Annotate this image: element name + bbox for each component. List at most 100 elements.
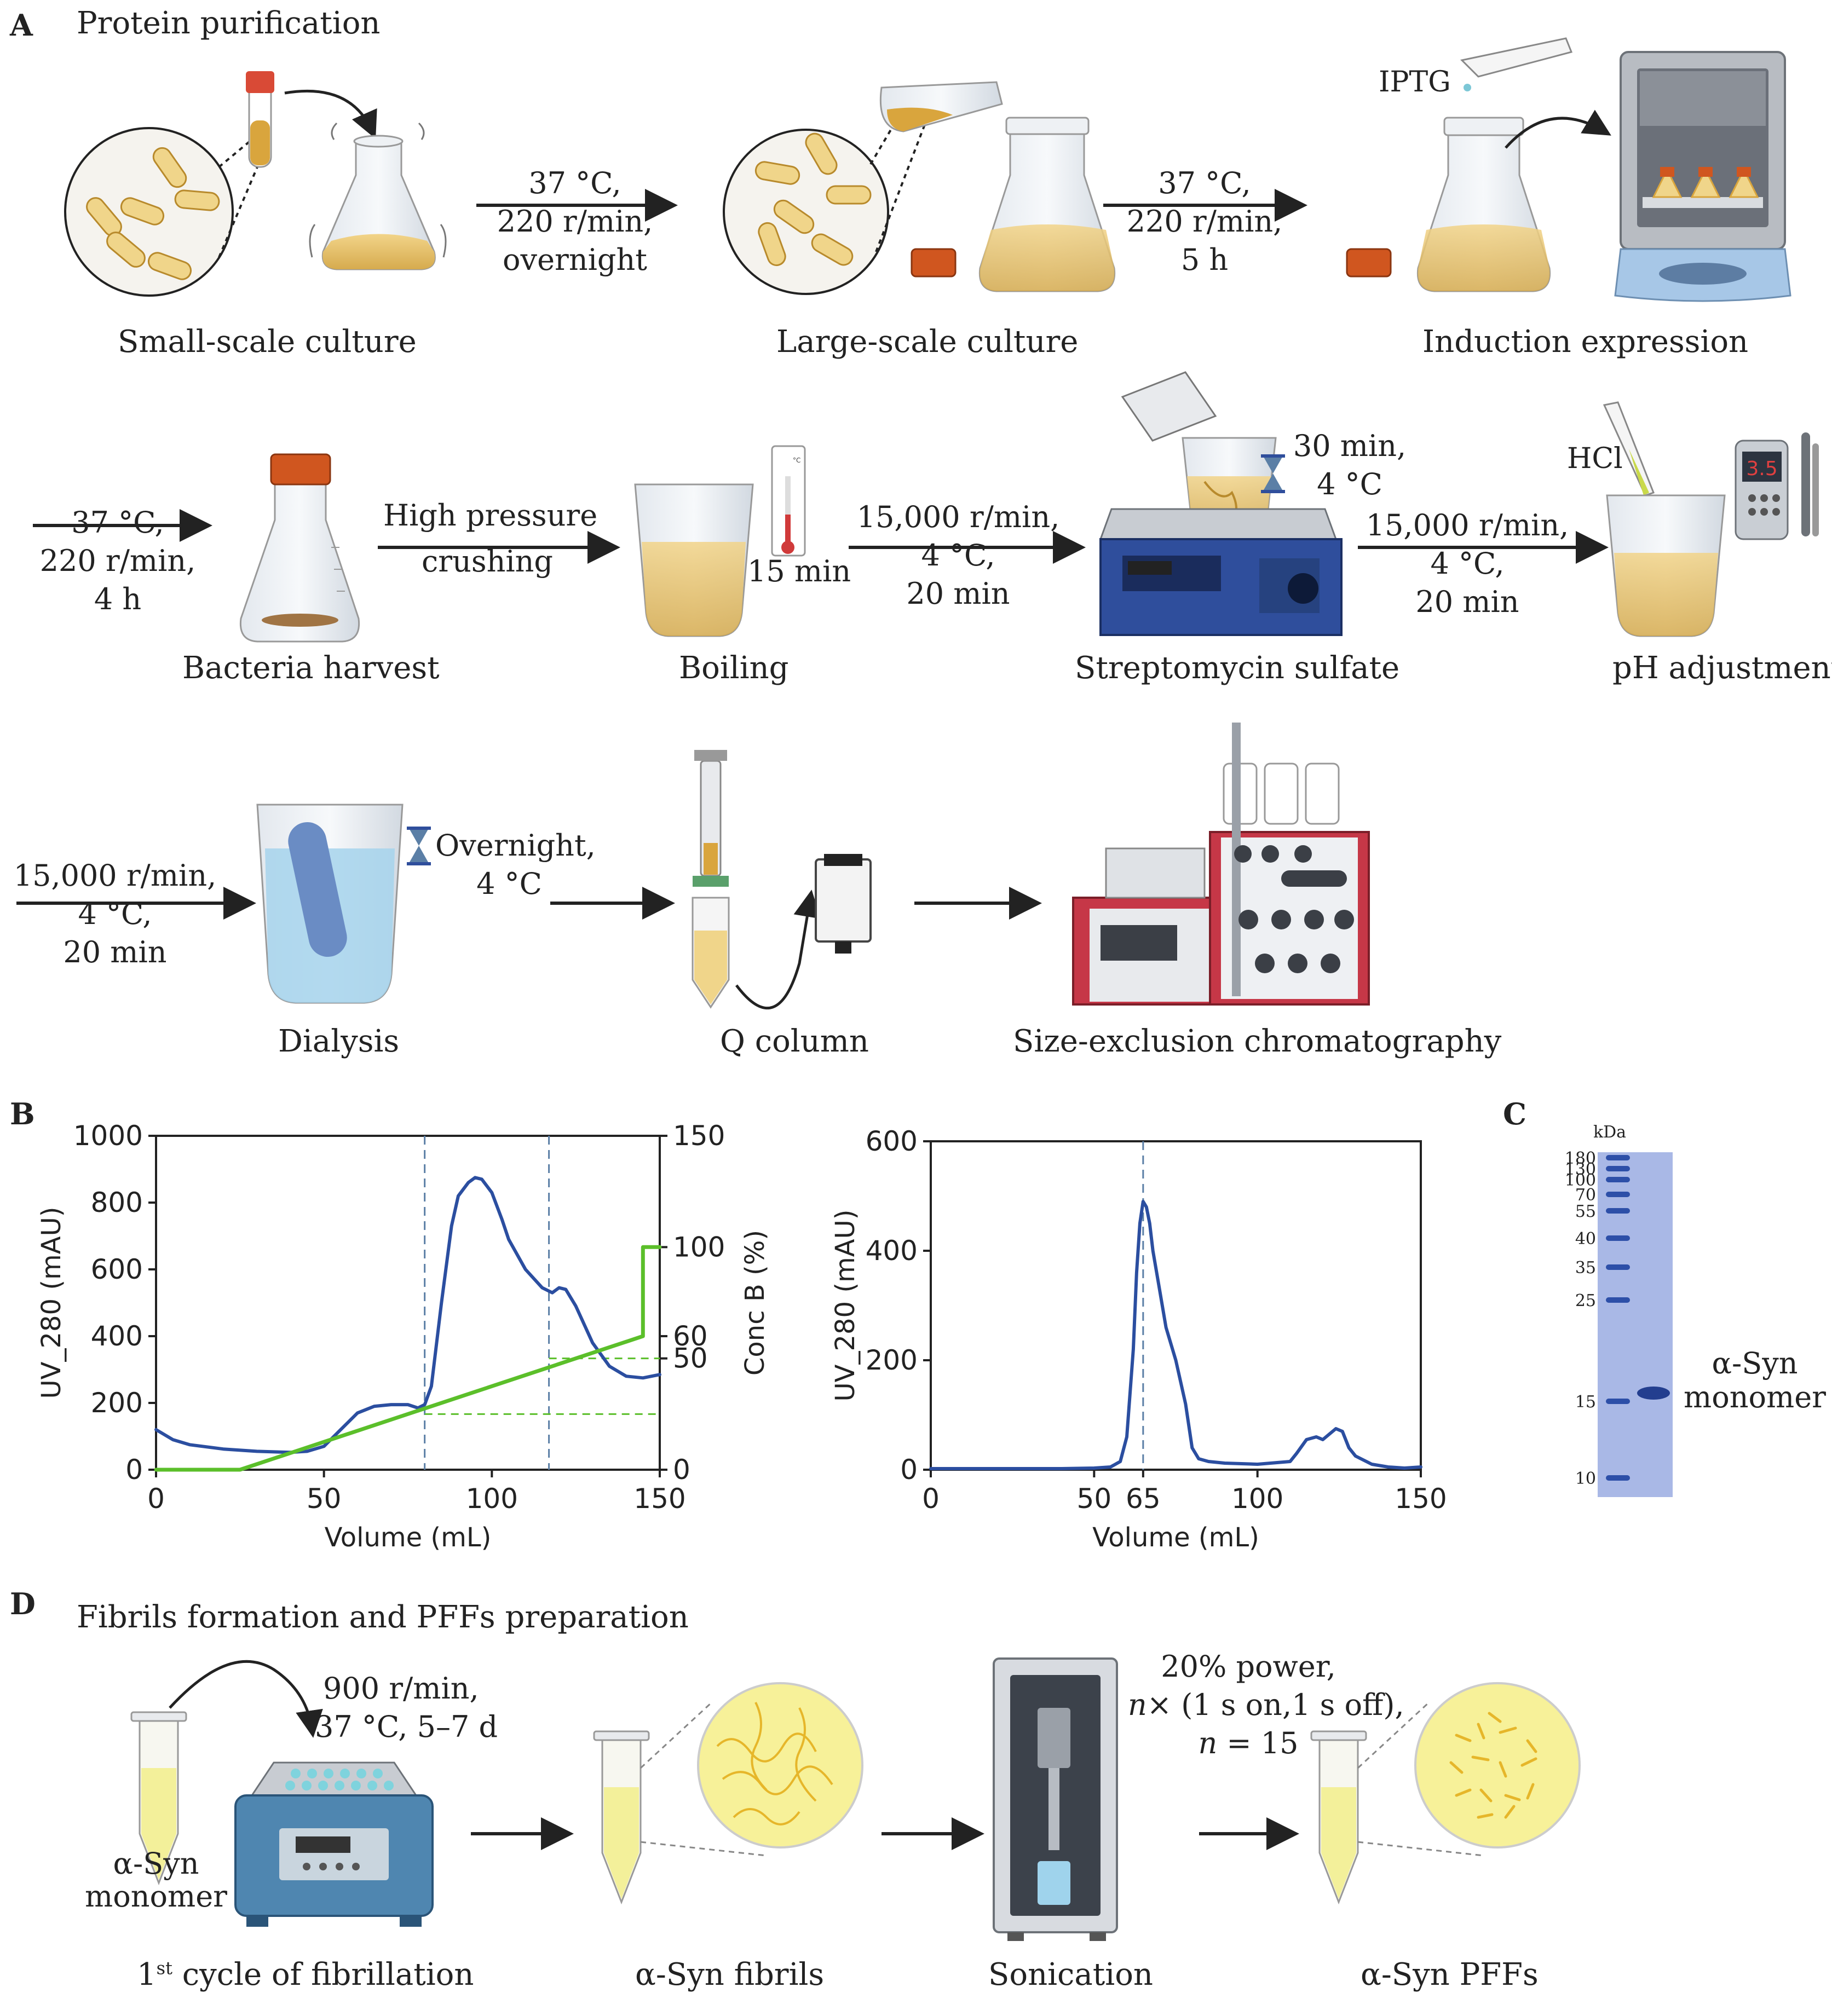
y-tick-label: 600	[866, 1125, 918, 1157]
hcl-label: HCl	[1567, 442, 1623, 475]
monomer-label-line2: monomer	[85, 1879, 227, 1914]
step-induction: Induction expression	[1422, 324, 1749, 360]
y-tick-label: 600	[91, 1253, 143, 1285]
panel-a-letter: A	[10, 8, 33, 43]
ladder-band	[1606, 1166, 1630, 1171]
condition-3-line2: 220 r/min,	[39, 544, 196, 579]
ladder-band	[1606, 1475, 1630, 1481]
ladder-band	[1606, 1177, 1630, 1182]
y-axis-label: UV_280 (mAU)	[36, 1206, 67, 1399]
x-tick-label: 50	[307, 1483, 342, 1515]
y-tick-label: 400	[91, 1320, 143, 1352]
gel-band-label: α-Syn monomer	[1684, 1346, 1826, 1415]
iptg-label: IPTG	[1379, 66, 1451, 99]
boil-time: 15 min	[747, 554, 851, 588]
x-tick-label: 0	[922, 1483, 940, 1515]
condition-2-line2: 220 r/min,	[1126, 204, 1283, 239]
step-small-scale: Small-scale culture	[118, 324, 417, 360]
y2-tick-label: 60	[673, 1320, 708, 1352]
step-sec: Size-exclusion chromatography	[1013, 1024, 1502, 1059]
condition-6: 15,000 r/min, 4 °C, 20 min	[1363, 506, 1571, 622]
streptomycin-time-line2: 4 °C	[1317, 467, 1382, 502]
y2-axis-label: Conc B (%)	[740, 1230, 770, 1376]
fibrils-tube	[593, 1682, 863, 1905]
y2-tick-label: 150	[673, 1120, 725, 1152]
condition-7-line1: 15,000 r/min,	[13, 858, 217, 893]
dialysis-time-line2: 4 °C	[476, 867, 542, 902]
step-ph-adjustment: pH adjustment	[1612, 650, 1832, 686]
marker-size-label: 10	[1575, 1469, 1596, 1488]
sonication-condition-line1: 20% power,	[1161, 1649, 1336, 1684]
step-q-column: Q column	[720, 1024, 869, 1059]
plot-frame	[155, 1135, 661, 1471]
step-harvest: Bacteria harvest	[182, 650, 440, 686]
condition-3-line3: 4 h	[94, 582, 142, 617]
sonication-condition-line2: n× (1 s on,1 s off),	[1128, 1686, 1404, 1724]
condition-2-line1: 37 °C,	[1158, 166, 1251, 200]
x-axis-label: Volume (mL)	[325, 1522, 492, 1553]
x-tick-label: 150	[633, 1483, 685, 1515]
monomer-label-line1: α-Syn	[113, 1846, 199, 1881]
uv280-series-line	[154, 1176, 661, 1454]
streptomycin-time: 30 min, 4 °C	[1289, 427, 1410, 504]
dialysis-time-line1: Overnight,	[435, 828, 596, 863]
condition-1-line1: 37 °C,	[528, 166, 621, 200]
monomer-label: α-Syn monomer	[85, 1847, 227, 1914]
panel-c-letter: C	[1503, 1096, 1526, 1131]
condition-5-line1: 15,000 r/min,	[856, 500, 1060, 534]
gel-band-label-line1: α-Syn	[1712, 1346, 1798, 1380]
panel-d-letter: D	[10, 1586, 36, 1621]
streptomycin-stirrer-illustration	[1099, 371, 1343, 636]
ladder-band	[1606, 1192, 1630, 1197]
uv280-series-line	[929, 1200, 1422, 1470]
sonicator	[993, 1657, 1118, 1941]
marker-size-label: 40	[1575, 1229, 1596, 1249]
shake-condition: 900 r/min, 37 °C, 5–7 d	[315, 1670, 498, 1746]
y-tick-label: 200	[91, 1387, 143, 1419]
ladder-band	[1606, 1155, 1630, 1160]
condition-5: 15,000 r/min, 4 °C, 20 min	[854, 498, 1062, 614]
shake-condition-line2: 37 °C, 5–7 d	[315, 1709, 498, 1744]
step-boiling: Boiling	[679, 650, 789, 686]
y-tick-label: 1000	[73, 1120, 143, 1152]
panel-d-title: Fibrils formation and PFFs preparation	[77, 1599, 689, 1635]
ladder-band	[1606, 1297, 1630, 1303]
marker-size-label: 180	[1565, 1149, 1596, 1168]
sonication-condition: 20% power, n× (1 s on,1 s off), n = 15	[1128, 1648, 1404, 1763]
condition-6-line1: 15,000 r/min,	[1366, 508, 1569, 542]
ladder-band	[1606, 1208, 1630, 1214]
condition-7: 15,000 r/min, 4 °C, 20 min	[11, 857, 219, 972]
marker-size-label: 100	[1565, 1171, 1596, 1190]
x-tick-label: 150	[1395, 1483, 1447, 1515]
x-tick-label: 100	[466, 1483, 518, 1515]
y-tick-label: 0	[900, 1454, 918, 1486]
condition-5-line3: 20 min	[906, 576, 1010, 611]
panel-b-letter: B	[10, 1096, 35, 1131]
harvest-flask-illustration	[239, 453, 360, 643]
step-streptomycin: Streptomycin sulfate	[1075, 650, 1400, 686]
streptomycin-time-line1: 30 min,	[1293, 429, 1407, 463]
condition-1-line2: 220 r/min,	[497, 204, 653, 239]
gel-band-label-line2: monomer	[1684, 1380, 1826, 1415]
monomer-tube	[130, 1711, 187, 1886]
ph-meter-display: 3.5	[1746, 458, 1777, 480]
x-tick-label: 100	[1231, 1483, 1283, 1515]
marker-size-label: 70	[1575, 1186, 1596, 1205]
cycle-label-number: 1	[137, 1957, 157, 1992]
y-tick-label: 400	[866, 1235, 918, 1267]
y-tick-label: 800	[91, 1187, 143, 1218]
thermometer-unit: °C	[793, 457, 800, 464]
x-tick-label: 65	[1126, 1483, 1161, 1515]
x-tick-label: 50	[1077, 1483, 1112, 1515]
condition-3-line1: 37 °C,	[71, 505, 164, 540]
pffs-tube	[1310, 1682, 1581, 1905]
condition-1: 37 °C, 220 r/min, overnight	[496, 164, 654, 280]
condition-7-line2: 4 °C,	[78, 897, 152, 932]
induction-illustration	[1346, 37, 1791, 302]
hourglass-icon	[1261, 454, 1285, 493]
marker-size-label: 15	[1575, 1393, 1596, 1412]
